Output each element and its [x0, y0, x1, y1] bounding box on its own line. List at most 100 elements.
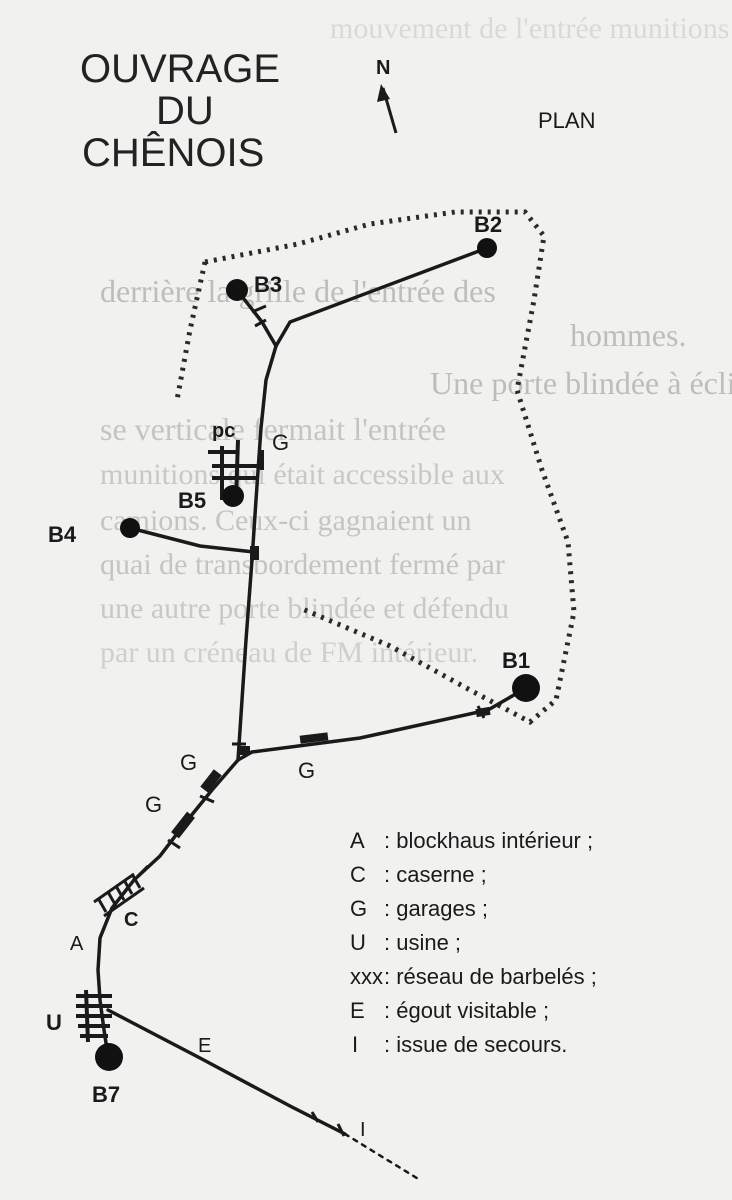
tick-e-2 — [336, 1123, 346, 1137]
caserne-rail-2 — [103, 886, 145, 918]
tick-e-1 — [310, 1111, 320, 1123]
bg-line-4: se verticale fermait l'entrée — [100, 411, 446, 447]
sewer-exit-dashed — [343, 1132, 422, 1182]
block-b3-dot — [226, 279, 248, 301]
north-arrow: N — [376, 57, 398, 134]
legend-key: xxx — [350, 964, 383, 989]
tick-b3-a — [251, 304, 267, 314]
legend-text: : blockhaus intérieur ; — [384, 828, 593, 853]
legend-text: : usine ; — [384, 930, 461, 955]
garage-upper-right-2 — [240, 746, 250, 755]
legend-text: : caserne ; — [384, 862, 487, 887]
label-i: I — [360, 1119, 366, 1141]
legend-row-a: A : blockhaus intérieur ; — [350, 828, 593, 853]
bg-line-3: Une porte blindée à éclip- — [430, 365, 732, 401]
legend-text: : égout visitable ; — [384, 998, 549, 1023]
caserne-rung-4 — [122, 879, 134, 895]
sewer-egout — [106, 1008, 347, 1136]
tick-lower-a — [199, 794, 215, 804]
legend-key: C — [350, 862, 366, 887]
bg-line-0: mouvement de l'entrée munitions — [330, 12, 729, 45]
garages — [171, 546, 491, 839]
legend: A : blockhaus intérieur ; C : caserne ; … — [350, 828, 597, 1057]
gallery-b4 — [128, 526, 256, 554]
label-b2: B2 — [474, 212, 502, 237]
north-arrow-head-icon — [377, 84, 390, 102]
label-a: A — [70, 933, 84, 955]
gallery-trunk-lower — [236, 558, 254, 762]
label-u: U — [46, 1010, 62, 1035]
background-bleed-text: mouvement de l'entrée munitions derrière… — [100, 12, 732, 669]
tick-b3-b — [254, 318, 267, 328]
caserne-end-stub — [136, 864, 150, 878]
label-b5: B5 — [178, 488, 206, 513]
command-post-pc — [208, 439, 264, 501]
legend-key: U — [350, 930, 366, 955]
usine-side — [84, 989, 90, 1043]
caserne-rung-2 — [106, 891, 118, 907]
block-b2-dot — [477, 238, 497, 258]
legend-row-i: I : issue de secours. — [352, 1032, 567, 1057]
caserne-rung-5 — [130, 873, 142, 889]
gallery-trunk-upper — [250, 344, 278, 562]
label-c: C — [124, 909, 138, 931]
legend-row-e: E : égout visitable ; — [350, 998, 549, 1023]
bg-line-8: une autre porte blindée et défendu — [100, 592, 509, 625]
gallery-b2 — [274, 246, 489, 348]
gallery-to-usine — [96, 878, 136, 1058]
bg-line-7: quai de transbordement fermé par — [100, 548, 505, 581]
garage-upper-right-1 — [299, 732, 329, 744]
legend-row-c: C : caserne ; — [350, 862, 487, 887]
garage-lower-1 — [200, 769, 222, 793]
label-g-right: G — [298, 758, 315, 783]
bg-line-5: munitions qui était accessible aux — [100, 458, 505, 491]
legend-key: A — [350, 828, 365, 853]
caserne-rung-1 — [96, 897, 108, 913]
bg-line-2: hommes. — [570, 317, 686, 353]
block-b4-dot — [120, 518, 140, 538]
gallery-network — [96, 246, 528, 1182]
tick-lower-b — [167, 838, 181, 850]
map-labels: B2 B3 B4 B5 B1 B7 pc G G G G C A U E I — [46, 212, 530, 1141]
garage-b1-link — [475, 706, 491, 718]
title-line-1: OUVRAGE — [80, 47, 280, 91]
legend-text: : réseau de barbelés ; — [384, 964, 597, 989]
label-b1: B1 — [502, 648, 530, 673]
label-g-lower: G — [145, 792, 162, 817]
title-line-3: CHÊNOIS — [82, 130, 264, 175]
bg-line-9: par un créneau de FM intérieur. — [100, 636, 478, 669]
block-b1-dot — [512, 674, 540, 702]
legend-text: : issue de secours. — [384, 1032, 567, 1057]
block-b5-dot — [222, 485, 244, 507]
legend-key: E — [350, 998, 365, 1023]
legend-row-g: G : garages ; — [350, 896, 488, 921]
legend-key: I — [352, 1032, 358, 1057]
bg-line-6: camions. Ceux-ci gagnaient un — [100, 504, 472, 537]
usine-structure — [76, 989, 112, 1043]
label-e: E — [198, 1035, 211, 1057]
label-b7: B7 — [92, 1082, 120, 1107]
label-b3: B3 — [254, 272, 282, 297]
legend-row-xxx: xxx : réseau de barbelés ; — [350, 964, 597, 989]
label-pc: pc — [212, 420, 235, 442]
legend-text: : garages ; — [384, 896, 488, 921]
title-block: OUVRAGE DU CHÊNOIS — [80, 47, 280, 175]
label-b4: B4 — [48, 522, 77, 547]
label-g-mid: G — [180, 750, 197, 775]
garage-trunk — [250, 546, 259, 560]
legend-key: G — [350, 896, 367, 921]
blocks — [95, 238, 540, 1071]
barbed-wire-perimeter — [174, 209, 577, 726]
bg-line-1: derrière la grille de l'entrée des — [100, 273, 496, 309]
legend-row-u: U : usine ; — [350, 930, 461, 955]
block-b7-dot — [95, 1043, 123, 1071]
garage-lower-2 — [171, 811, 195, 839]
title-line-2: DU — [156, 89, 214, 133]
caserne-rung-3 — [114, 885, 126, 901]
caserne-structure — [93, 864, 150, 918]
label-g-top: G — [272, 430, 289, 455]
plan-label: PLAN — [538, 108, 595, 133]
caserne-rail-1 — [93, 872, 135, 904]
north-label: N — [376, 57, 390, 79]
